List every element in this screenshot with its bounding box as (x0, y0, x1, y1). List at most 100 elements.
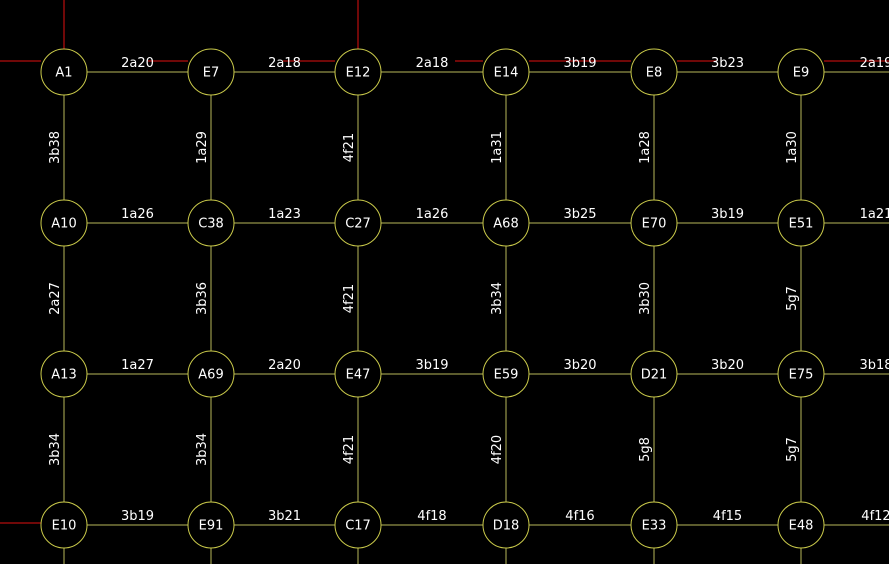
edge-label: 3b25 (563, 207, 596, 222)
grid-node: C27 (334, 199, 382, 247)
edge-label: 4f16 (565, 509, 594, 524)
node-circle (334, 501, 382, 549)
node-circle (334, 350, 382, 398)
edge-label: 4f15 (713, 509, 742, 524)
node-circle (630, 501, 678, 549)
edge-label: 3b34 (490, 282, 505, 315)
node-circle (40, 350, 88, 398)
grid-edges (63, 71, 889, 564)
edge-label: 1a31 (490, 131, 505, 164)
node-circle (482, 350, 530, 398)
edge-label: 3b20 (563, 358, 596, 373)
grid-node: C17 (334, 501, 382, 549)
edge-label: 4f18 (417, 509, 446, 524)
node-label: E59 (494, 368, 519, 383)
edge-label: 5g7 (785, 437, 800, 462)
node-label: E12 (346, 66, 371, 81)
node-label: D18 (493, 519, 520, 534)
grid-node: A13 (40, 350, 88, 398)
edge-label: 5g8 (638, 437, 653, 462)
node-circle (777, 48, 825, 96)
grid-node: E91 (187, 501, 235, 549)
grid-node: C38 (187, 199, 235, 247)
edge-label: 3b34 (48, 433, 63, 466)
edge-label: 2a20 (121, 56, 154, 71)
node-circle (630, 350, 678, 398)
edge-label: 1a21 (860, 207, 889, 222)
node-label: C38 (198, 217, 224, 232)
node-circle (482, 501, 530, 549)
edge-label: 4f21 (342, 284, 357, 313)
node-circle (187, 501, 235, 549)
node-label: E10 (52, 519, 77, 534)
grid-node: A10 (40, 199, 88, 247)
edge-label: 3b30 (638, 282, 653, 315)
edge-label: 3b19 (121, 509, 154, 524)
node-label: E7 (203, 66, 220, 81)
edge-label: 3b34 (195, 433, 210, 466)
edge-label: 3b18 (859, 358, 889, 373)
edge-label: 3b19 (415, 358, 448, 373)
node-circle (630, 48, 678, 96)
node-label: C27 (345, 217, 371, 232)
node-label: E47 (346, 368, 371, 383)
node-label: E9 (793, 66, 810, 81)
node-label: E51 (789, 217, 814, 232)
node-circle (187, 350, 235, 398)
edge-label: 1a26 (121, 207, 154, 222)
node-circle (777, 501, 825, 549)
edge-label: 3b19 (563, 56, 596, 71)
edge-label: 2a20 (268, 358, 301, 373)
node-label: A10 (51, 217, 76, 232)
node-circle (630, 199, 678, 247)
edge-label: 1a27 (121, 358, 154, 373)
node-circle (777, 199, 825, 247)
edge-label: 4f12 (861, 509, 889, 524)
edge-label: 1a23 (268, 207, 301, 222)
grid-node: E14 (482, 48, 530, 96)
grid-node: E51 (777, 199, 825, 247)
edge-label: 4f20 (490, 435, 505, 464)
edge-label: 2a19 (860, 56, 889, 71)
node-circle (334, 199, 382, 247)
node-label: A1 (55, 66, 72, 81)
node-label: E8 (646, 66, 663, 81)
grid-node: D21 (630, 350, 678, 398)
edge-label: 1a30 (785, 131, 800, 164)
grid-node: E12 (334, 48, 382, 96)
edge-label: 4f21 (342, 133, 357, 162)
grid-node: E47 (334, 350, 382, 398)
node-circle (482, 199, 530, 247)
node-label: A13 (51, 368, 76, 383)
axis-lines (0, 0, 889, 524)
node-label: A69 (198, 368, 223, 383)
node-circle (187, 48, 235, 96)
node-label: C17 (345, 519, 371, 534)
edge-label: 1a26 (416, 207, 449, 222)
grid-node: E10 (40, 501, 88, 549)
node-circle (777, 350, 825, 398)
edge-label: 3b38 (48, 131, 63, 164)
node-label: E33 (642, 519, 667, 534)
edge-label: 2a18 (416, 56, 449, 71)
edge-label: 3b36 (195, 282, 210, 315)
grid-node: A69 (187, 350, 235, 398)
grid-node: E75 (777, 350, 825, 398)
grid-node: E48 (777, 501, 825, 549)
node-label: A68 (493, 217, 518, 232)
node-circle (334, 48, 382, 96)
grid-node: E8 (630, 48, 678, 96)
edge-label: 2a27 (48, 282, 63, 315)
edge-label: 5g7 (785, 286, 800, 311)
node-circle (40, 199, 88, 247)
node-label: D21 (641, 368, 668, 383)
grid-node: E59 (482, 350, 530, 398)
node-circle (40, 48, 88, 96)
node-label: E75 (789, 368, 814, 383)
node-label: E70 (642, 217, 667, 232)
grid-node: D18 (482, 501, 530, 549)
edge-label: 3b19 (711, 207, 744, 222)
grid-node: A68 (482, 199, 530, 247)
